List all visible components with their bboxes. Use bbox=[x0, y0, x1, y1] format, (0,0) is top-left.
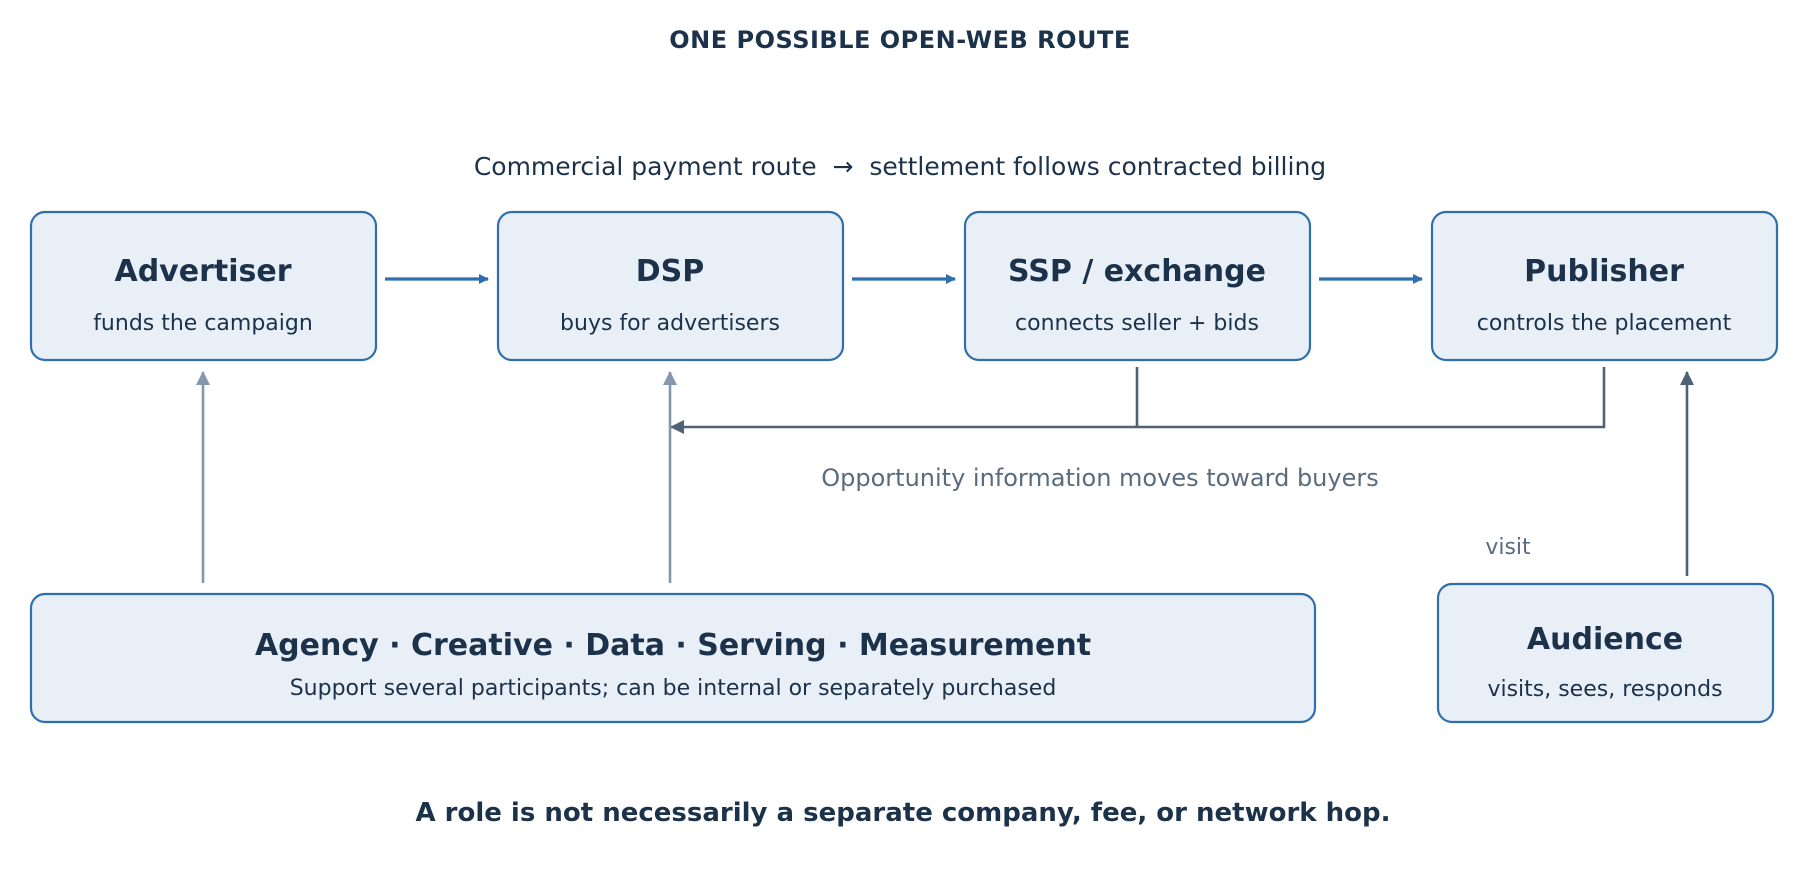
publisher-box: Publisher controls the placement bbox=[1430, 210, 1779, 362]
ssp-exchange-subtitle: connects seller + bids bbox=[1015, 311, 1259, 336]
dsp-subtitle: buys for advertisers bbox=[560, 311, 780, 336]
advertiser-box: Advertiser funds the campaign bbox=[29, 210, 378, 362]
support-title: Agency · Creative · Data · Serving · Mea… bbox=[255, 628, 1091, 663]
opportunity-label: Opportunity information moves toward buy… bbox=[821, 464, 1378, 492]
support-box: Agency · Creative · Data · Serving · Mea… bbox=[29, 592, 1317, 724]
ssp-exchange-box: SSP / exchange connects seller + bids bbox=[963, 210, 1312, 362]
visit-label: visit bbox=[1485, 535, 1531, 560]
advertiser-subtitle: funds the campaign bbox=[93, 311, 313, 336]
publisher-title: Publisher bbox=[1524, 254, 1684, 289]
diagram-title: ONE POSSIBLE OPEN-WEB ROUTE bbox=[669, 26, 1131, 54]
opportunity-connector-publisher bbox=[1137, 367, 1606, 429]
audience-subtitle: visits, sees, responds bbox=[1487, 677, 1722, 702]
ssp-exchange-title: SSP / exchange bbox=[1008, 254, 1266, 289]
support-subtitle: Support several participants; can be int… bbox=[290, 676, 1057, 701]
dsp-box: DSP buys for advertisers bbox=[496, 210, 845, 362]
dsp-title: DSP bbox=[636, 254, 705, 289]
advertiser-title: Advertiser bbox=[114, 254, 291, 289]
audience-box: Audience visits, sees, responds bbox=[1436, 582, 1775, 724]
payment-route-label: Commercial payment route → settlement fo… bbox=[474, 152, 1326, 181]
publisher-subtitle: controls the placement bbox=[1477, 311, 1732, 336]
audience-title: Audience bbox=[1527, 622, 1683, 657]
footer-note: A role is not necessarily a separate com… bbox=[415, 798, 1390, 828]
